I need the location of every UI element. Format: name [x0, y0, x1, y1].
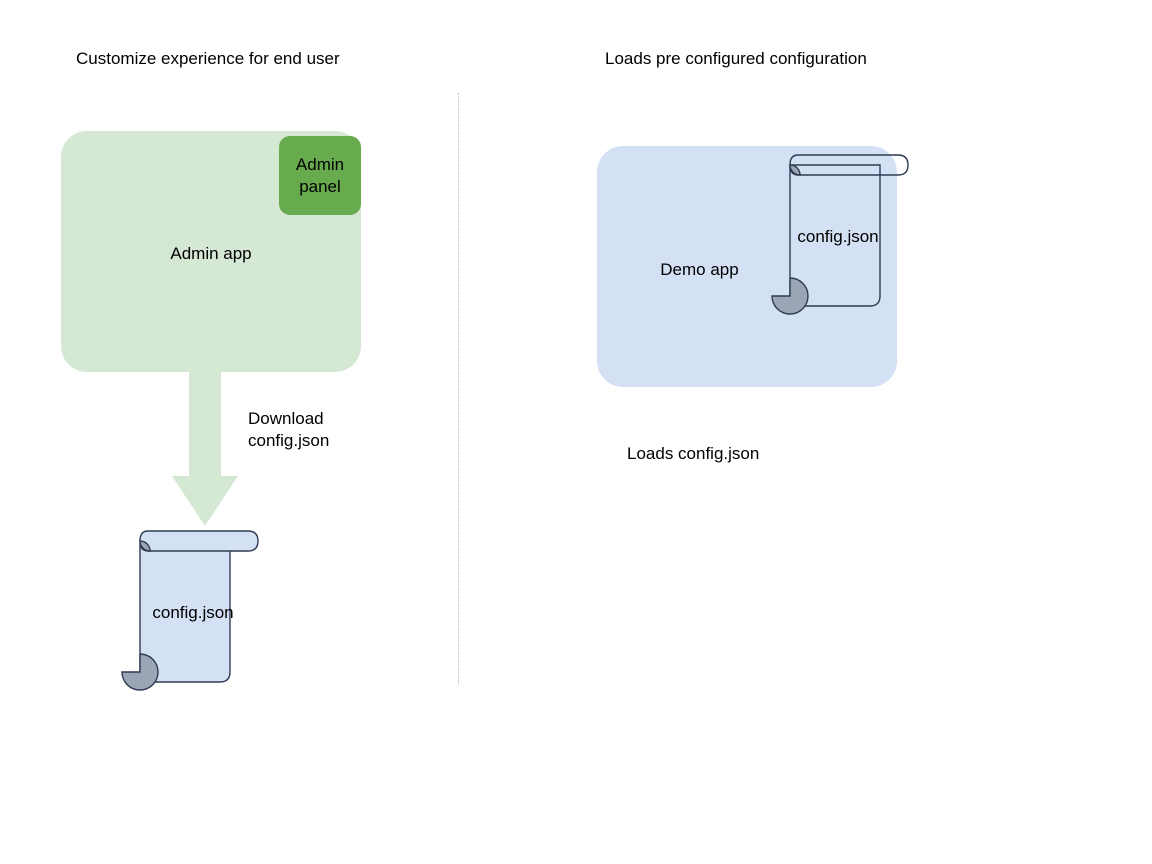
right-column-title: Loads pre configured configuration — [605, 49, 867, 68]
column-divider — [458, 93, 459, 685]
demo-app-label: Demo app — [660, 260, 739, 279]
download-arrow-label: Download config.json — [248, 409, 330, 450]
config-json-document-left-label: config.json — [152, 603, 234, 622]
config-json-document-right-label: config.json — [797, 227, 879, 246]
admin-panel-box[interactable]: Admin panel — [279, 136, 361, 215]
admin-app-label: Admin app — [170, 244, 252, 263]
config-json-document-left — [121, 530, 259, 691]
download-arrow-icon — [172, 368, 238, 526]
left-column-title: Customize experience for end user — [76, 49, 340, 68]
admin-panel-label: Admin panel — [295, 154, 345, 196]
config-json-document-right — [771, 154, 909, 315]
loads-config-caption: Loads config.json — [627, 444, 760, 463]
demo-app-box — [597, 146, 897, 387]
